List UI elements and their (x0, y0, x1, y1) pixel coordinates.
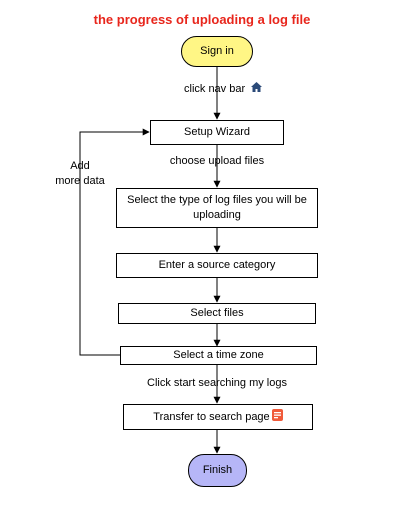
search-page-icon (271, 408, 283, 421)
select-files-node: Select files (118, 303, 316, 324)
sign-in-node: Sign in (181, 36, 253, 67)
transfer-label: Transfer to search page (153, 410, 270, 423)
source-category-node: Enter a source category (116, 253, 318, 278)
sign-in-label: Sign in (200, 45, 234, 57)
transfer-node: Transfer to search page (123, 404, 313, 430)
select-type-node: Select the type of log files you will be… (116, 188, 318, 228)
time-zone-label: Select a time zone (173, 349, 264, 361)
add-more-data-label: Add more data (55, 160, 105, 187)
select-type-label-line2: uploading (193, 209, 241, 221)
home-icon (251, 82, 263, 93)
setup-wizard-label: Setup Wizard (183, 126, 251, 138)
select-type-label-line1: Select the type of log files you will be (127, 194, 307, 206)
setup-wizard-node: Setup Wizard (150, 120, 284, 145)
select-files-label: Select files (190, 307, 244, 319)
click-nav-bar-label: click nav bar (184, 82, 263, 97)
finish-label: Finish (202, 464, 233, 476)
choose-upload-files-label: choose upload files (169, 155, 265, 167)
time-zone-node: Select a time zone (120, 346, 317, 365)
arrow-loop-add-more-data (79, 128, 150, 356)
diagram-title: the progress of uploading a log file (93, 12, 311, 27)
source-category-label: Enter a source category (158, 259, 276, 271)
finish-node: Finish (188, 454, 247, 487)
click-start-searching-label: Click start searching my logs (147, 377, 287, 389)
